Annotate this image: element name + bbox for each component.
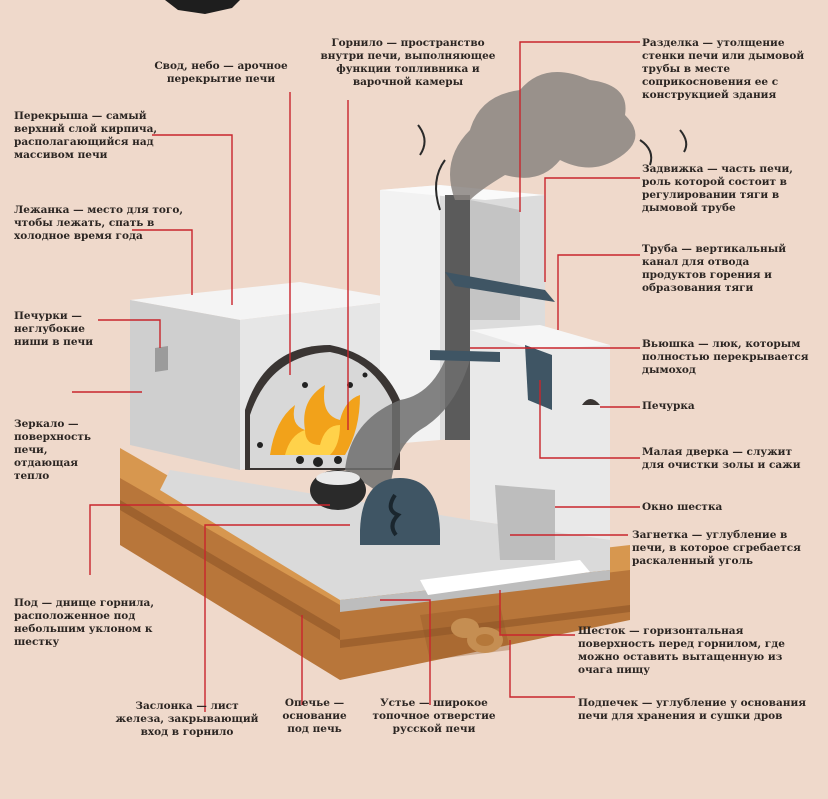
label-razdelka: Разделка — утолщение стенки печи или дым… xyxy=(642,37,805,101)
label-perekrysha: Перекрыша — самый верхний слой кирпича, … xyxy=(14,110,158,161)
label-pechurka-right: Печурка xyxy=(642,400,695,412)
label-gornilo: Горнило — пространство внутри печи, выпо… xyxy=(320,37,496,88)
label-zadvizhka: Задвижка — часть печи, роль которой сост… xyxy=(642,163,793,214)
label-zagnetka: Загнетка — углубление в печи, в которое … xyxy=(632,529,801,567)
label-lezhanka: Лежанка — место для того, чтобы лежать, … xyxy=(14,204,184,242)
smoke xyxy=(417,72,688,211)
zaslonka-door xyxy=(360,478,440,545)
label-okno-shestka: Окно шестка xyxy=(642,501,723,513)
label-truba: Труба — вертикальный канал для отвода пр… xyxy=(642,243,787,294)
label-pechurki-left: Печурки — неглубокие ниши в печи xyxy=(14,310,93,348)
label-pod: Под — днище горнила, расположенное под н… xyxy=(14,597,155,648)
label-opeche: Опечье — основание под печь xyxy=(282,697,347,735)
label-zaslonka: Заслонка — лист железа, закрывающий вход… xyxy=(115,700,259,738)
label-uste: Устье — широкое топочное отверстие русск… xyxy=(372,697,496,735)
leader-lines xyxy=(72,41,640,712)
ink-blot xyxy=(165,0,240,14)
metal-dampers xyxy=(430,272,555,410)
label-zerkalo: Зеркало — поверхность печи, отдающая теп… xyxy=(14,418,91,482)
label-shestok: Шесток — горизонтальная поверхность пере… xyxy=(578,625,785,676)
label-vyushka: Вьюшка — люк, которым полностью перекрыв… xyxy=(642,338,809,376)
label-malaya-dverka: Малая дверка — служит для очистки золы и… xyxy=(642,446,801,471)
label-svod: Свод, небо — арочное перекрытие печи xyxy=(154,60,288,85)
fire xyxy=(257,372,368,510)
label-podpechek: Подпечек — углубление у основания печи д… xyxy=(578,697,807,722)
